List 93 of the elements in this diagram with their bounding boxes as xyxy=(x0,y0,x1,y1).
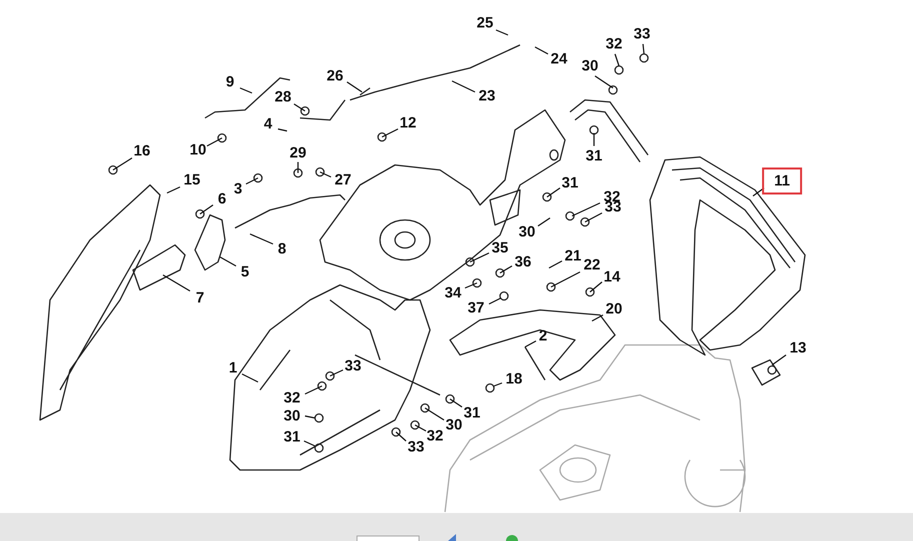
callout-number: 31 xyxy=(562,176,578,190)
leader-line xyxy=(330,369,344,377)
leader-line xyxy=(206,137,222,147)
leader-line xyxy=(494,382,502,387)
callout-number: 35 xyxy=(492,240,508,256)
callout-number: 1 xyxy=(228,360,238,376)
callout-number: 33 xyxy=(344,358,362,374)
callout-number: 18 xyxy=(506,372,522,386)
callout-number: 25 xyxy=(476,16,494,30)
leader-line xyxy=(496,29,508,36)
callout-number: 9 xyxy=(226,74,234,90)
leader-line xyxy=(464,282,478,289)
callout-number: 8 xyxy=(278,242,286,256)
leader-line xyxy=(278,128,288,132)
callout-number: 12 xyxy=(400,116,416,130)
leader-line xyxy=(240,87,252,94)
leader-line xyxy=(772,354,786,366)
callout-number: 3 xyxy=(234,182,242,196)
leader-line xyxy=(304,440,316,447)
callout-number: 26 xyxy=(326,68,344,84)
leader-line xyxy=(304,385,322,395)
callout-number: 7 xyxy=(196,290,204,306)
leader-line xyxy=(470,252,490,263)
highlighted-callout-number: 11 xyxy=(762,168,802,194)
callout-number: 24 xyxy=(550,52,568,66)
leader-line xyxy=(752,188,764,196)
callout-number: 30 xyxy=(582,58,598,74)
leader-line xyxy=(584,212,602,223)
callout-number: 33 xyxy=(604,200,622,214)
callout-number: 34 xyxy=(444,286,462,300)
callout-number: 31 xyxy=(586,148,602,164)
leader-line xyxy=(590,282,602,292)
callout-number: 20 xyxy=(606,302,622,316)
leader-line xyxy=(534,46,548,55)
callout-number: 13 xyxy=(790,340,806,356)
callout-number: 16 xyxy=(134,144,150,158)
callout-number: 31 xyxy=(464,406,480,420)
callout-number: 36 xyxy=(514,254,532,270)
leader-line xyxy=(592,314,604,322)
leader-line xyxy=(546,188,560,198)
leader-line xyxy=(162,274,190,292)
leader-line xyxy=(500,265,512,274)
leader-line xyxy=(346,82,362,92)
callout-number: 37 xyxy=(468,300,484,316)
callout-number: 21 xyxy=(564,248,582,264)
leader-line xyxy=(524,340,536,348)
callout-number: 2 xyxy=(538,328,548,344)
callout-number: 33 xyxy=(408,440,424,454)
leader-line xyxy=(246,177,258,185)
callout-number: 30 xyxy=(284,408,300,424)
callout-number: 10 xyxy=(190,142,206,158)
leader-line xyxy=(450,398,462,408)
leader-line xyxy=(382,128,398,138)
leader-line xyxy=(200,204,214,214)
leader-line xyxy=(242,373,258,383)
callout-number: 30 xyxy=(518,224,536,240)
leader-line xyxy=(538,218,550,226)
callout-number: 5 xyxy=(240,264,250,280)
leader-line xyxy=(593,133,595,146)
callout-number: 22 xyxy=(584,258,600,272)
callout-number: 33 xyxy=(634,26,650,42)
leader-line xyxy=(294,104,306,112)
leader-line xyxy=(250,233,274,245)
leader-line xyxy=(452,80,476,93)
callout-number: 27 xyxy=(334,172,352,188)
leader-line xyxy=(304,415,316,419)
leader-line xyxy=(488,297,502,305)
leader-line xyxy=(594,76,614,88)
leader-line xyxy=(112,158,132,170)
leader-line xyxy=(642,44,645,54)
callout-number: 32 xyxy=(606,36,622,52)
leader-line xyxy=(414,424,426,432)
callout-number: 4 xyxy=(264,116,272,132)
leader-line xyxy=(297,162,299,173)
callout-number: 32 xyxy=(284,390,300,406)
leader-line xyxy=(396,432,406,442)
leader-line xyxy=(166,186,180,194)
leader-line xyxy=(220,256,236,267)
leader-line xyxy=(320,171,332,178)
callout-number: 23 xyxy=(478,88,496,104)
callout-number: 6 xyxy=(218,192,226,206)
callout-number: 29 xyxy=(290,146,306,160)
leader-line xyxy=(548,260,562,269)
leader-line xyxy=(424,408,444,420)
leader-line xyxy=(550,271,580,288)
callout-number: 31 xyxy=(284,430,300,444)
callout-number: 15 xyxy=(184,172,200,188)
callout-number: 28 xyxy=(274,90,292,104)
callout-number: 14 xyxy=(604,270,620,284)
callout-number: 30 xyxy=(446,418,462,432)
leader-line xyxy=(572,202,600,217)
leader-line xyxy=(614,54,620,66)
callout-number: 32 xyxy=(426,428,444,444)
